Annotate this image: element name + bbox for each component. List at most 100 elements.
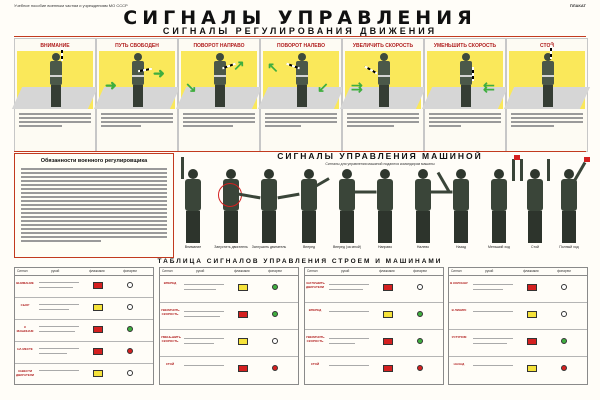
commander-figure: Запустить двигатель: [214, 169, 248, 249]
commander-figure: Стой: [520, 159, 550, 249]
signal-description: [101, 113, 173, 147]
arrow-icon: ↘: [185, 79, 197, 95]
traffic-controller-figure: [130, 53, 153, 109]
figure-caption: Вперед: [302, 245, 316, 249]
signal-table: Сигнал рукой флажками фонарем ВНИМАНИЕ С…: [14, 267, 154, 385]
red-flag-icon: [514, 155, 520, 160]
table-header: Сигнал рукой флажками фонарем: [160, 268, 298, 276]
signal-label: ПОВОРОТ НАПРАВО: [193, 43, 245, 49]
signal-description: [19, 113, 91, 147]
machine-signals-section: Обязанности военного регулировщика СИГНА…: [14, 151, 590, 258]
signal-panel-increase-speed: УВЕЛИЧИТЬ СКОРОСТЬ ⇉: [339, 38, 427, 152]
table-row: ВНИМАНИЕ: [15, 276, 153, 298]
commander-figure: Назад: [436, 169, 474, 249]
figure-caption: Заглушить двигатель: [251, 245, 287, 249]
arrow-icon: ↖: [267, 59, 279, 75]
page-title: СИГНАЛЫ УПРАВЛЕНИЯ: [123, 7, 477, 29]
table-header: Сигнал рукой флажками фонарем: [449, 268, 587, 276]
duties-box: Обязанности военного регулировщика: [14, 153, 174, 258]
signal-panel-attention: ВНИМАНИЕ: [11, 38, 99, 152]
table-header: Сигнал рукой флажками фонарем: [305, 268, 443, 276]
red-flag-icon: [584, 157, 590, 162]
commander-figure: Внимание: [180, 157, 206, 249]
regulation-signals-row: ВНИМАНИЕ ПУТЬ СВОБОДЕН ➜ ➜ ПОВОРОТ НАПРА…: [11, 38, 591, 152]
section-divider: [14, 151, 586, 152]
signal-panel-turn-left: ПОВОРОТ НАЛЕВО ↖ ↙: [257, 38, 345, 152]
table-row: ЗАВЕСТИ ДВИГАТЕЛИ: [15, 364, 153, 385]
signal-description: [265, 113, 337, 147]
signal-label: УМЕНЬШИТЬ СКОРОСТЬ: [433, 43, 497, 49]
signal-tables: Сигнал рукой флажками фонарем ВНИМАНИЕ С…: [14, 267, 588, 385]
signal-description: [347, 113, 419, 147]
table-row: СБОР: [15, 298, 153, 320]
figure-caption: Внимание: [184, 245, 202, 249]
table-header: Сигнал рукой флажками фонарем: [15, 268, 153, 276]
table-row: ВПЕРЕД: [305, 303, 443, 330]
commander-figure: Полный ход: [556, 157, 590, 249]
signal-panel-path-free: ПУТЬ СВОБОДЕН ➜ ➜: [93, 38, 181, 152]
page-subtitle: СИГНАЛЫ РЕГУЛИРОВАНИЯ ДВИЖЕНИЯ: [162, 26, 438, 36]
figure-caption: Назад: [455, 245, 467, 249]
traffic-controller-figure: [286, 53, 310, 109]
signal-description: [183, 113, 255, 147]
figure-caption: Полный ход: [559, 245, 579, 249]
figure-caption: Направо: [377, 245, 393, 249]
table-row: УВЕЛИЧИТЬ СКОРОСТЬ: [305, 330, 443, 357]
arrow-icon: ↗: [233, 57, 245, 73]
machine-signals-title: СИГНАЛЫ УПРАВЛЕНИЯ МАШИНОЙ: [277, 151, 483, 161]
arrow-icon: ➜: [153, 65, 165, 81]
duties-title: Обязанности военного регулировщика: [40, 158, 148, 164]
table-row: СТОЙ: [305, 357, 443, 383]
commander-figure: Направо: [353, 169, 398, 249]
figure-caption: Меньший ход: [488, 245, 510, 249]
signal-label: ВНИМАНИЕ: [40, 43, 70, 49]
poster-tag: ПЛАКАТ: [569, 3, 586, 8]
table-title: ТАБЛИЦА СИГНАЛОВ УПРАВЛЕНИЯ СТРОЕМ И МАШ…: [157, 258, 443, 265]
traffic-controller-figure: [540, 45, 556, 109]
table-row: ЗАГЛУШИТЬ ДВИГАТЕЛИ: [305, 276, 443, 303]
signal-panel-reduce-speed: УМЕНЬШИТЬ СКОРОСТЬ ⇇: [421, 38, 509, 152]
table-row: К МАШИНАМ: [15, 320, 153, 342]
traffic-controller-figure: [458, 53, 474, 109]
table-row: В КОЛОННУ: [449, 276, 587, 303]
table-row: СТОЙ: [160, 357, 298, 383]
signal-label: ПУТЬ СВОБОДЕН: [115, 43, 159, 49]
signal-table: Сигнал рукой флажками фонарем ЗАГЛУШИТЬ …: [304, 267, 444, 385]
signal-description: [429, 113, 501, 147]
signal-label: ПОВОРОТ НАЛЕВО: [277, 43, 325, 49]
signal-table: Сигнал рукой флажками фонарем В КОЛОННУ …: [448, 267, 588, 385]
traffic-controller-figure: [48, 47, 64, 109]
signal-label: СТОЙ: [540, 43, 554, 49]
table-row: ВПЕРЕД: [160, 276, 298, 303]
table-row: НАЗАД: [449, 357, 587, 383]
arrow-icon: ⇉: [351, 79, 363, 95]
figure-caption: Вперед (за мной): [332, 245, 362, 249]
arrow-icon: ⇇: [483, 79, 495, 95]
figure-caption: Стой: [531, 245, 539, 249]
machine-signals-subtitle: Сигналы для управления машиной подаются …: [325, 162, 435, 166]
commander-figure: Налево: [410, 169, 453, 249]
publisher-note: Учебное пособие военным частям и учрежде…: [14, 3, 128, 8]
table-row: УСТУПОМ: [449, 330, 587, 357]
title-divider: [14, 36, 586, 37]
signal-panel-turn-right: ПОВОРОТ НАПРАВО ↗ ↘: [175, 38, 263, 152]
table-row: В ЛИНИЮ: [449, 303, 587, 330]
signal-panel-stop: СТОЙ: [503, 38, 591, 152]
traffic-controller-figure: [212, 53, 236, 109]
table-row: УМЕНЬШИТЬ СКОРОСТЬ: [160, 330, 298, 357]
signal-label: УВЕЛИЧИТЬ СКОРОСТЬ: [352, 43, 414, 49]
commander-figure: Вперед: [296, 169, 330, 249]
duties-text: [21, 168, 167, 244]
signal-table: Сигнал рукой флажками фонарем ВПЕРЕД УВЕ…: [159, 267, 299, 385]
commander-figure: Заглушить двигатель: [238, 169, 300, 249]
traffic-controller-figure: [364, 53, 392, 109]
figure-caption: Налево: [416, 245, 430, 249]
table-row: НА МЕСТЕ: [15, 342, 153, 364]
figure-caption: Запустить двигатель: [214, 245, 248, 249]
arrow-icon: ↙: [317, 79, 329, 95]
commander-figure: Вперед (за мной): [333, 169, 377, 249]
table-row: УВЕЛИЧИТЬ СКОРОСТЬ: [160, 303, 298, 330]
commander-figure: Меньший ход: [486, 155, 520, 249]
arrow-icon: ➜: [105, 77, 117, 93]
